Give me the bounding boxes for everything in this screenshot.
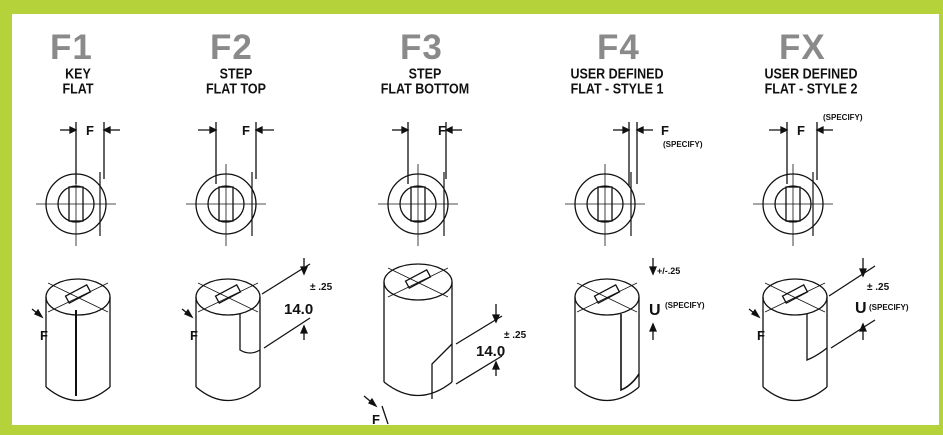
u-dim-label: U [649, 302, 661, 319]
top-dim-label: F [438, 123, 446, 138]
panel-f3: F3 STEP FLAT BOTTOM [352, 14, 532, 427]
top-dim-label: F [242, 123, 250, 138]
tolerance-label: ± .25 [310, 282, 333, 293]
panel-f4: F4 USER DEFINED FLAT - STYLE 1 [557, 14, 737, 425]
f2-drawing: F F ± .25 14.0 [181, 122, 333, 401]
tolerance-label: ± .25 [504, 330, 527, 341]
panel-code: F1 [50, 28, 93, 67]
panel-title: USER DEFINED FLAT - STYLE 2 [751, 65, 871, 97]
f3-drawing: F F ± .25 14.0 [363, 122, 527, 427]
panel-title: STEP FLAT BOTTOM [352, 65, 498, 97]
bottom-dim-label: F [40, 328, 48, 343]
title-line-2: FLAT [62, 80, 94, 97]
panel-title: KEY FLAT [58, 65, 98, 97]
top-dim-label: F [86, 123, 94, 138]
height-value: 14.0 [476, 343, 505, 360]
top-dim-label: F [797, 123, 805, 138]
title-line-1: USER DEFINED [764, 65, 858, 82]
f1-drawing: F F [31, 122, 120, 401]
height-value: 14.0 [284, 301, 313, 318]
title-line-1: KEY [65, 65, 91, 82]
title-line-2: FLAT - STYLE 1 [570, 80, 664, 97]
fx-drawing: F (SPECIFY) F ± .25 U (SPECIFY) [748, 113, 909, 401]
title-line-2: FLAT TOP [206, 80, 266, 97]
title-line-1: STEP [408, 65, 442, 82]
bottom-dim-label: F [757, 328, 765, 343]
u-dim-label: U [855, 300, 867, 317]
panel-title: USER DEFINED FLAT - STYLE 1 [557, 65, 677, 97]
panel-f1: F1 KEY FLAT [30, 14, 210, 425]
panel-title: STEP FLAT TOP [186, 65, 286, 97]
title-line-2: FLAT - STYLE 2 [764, 80, 858, 97]
f4-drawing: F (SPECIFY) +/-.25 U (SPECIFY) [565, 122, 705, 401]
title-line-2: FLAT BOTTOM [380, 80, 470, 97]
panel-code: FX [779, 28, 826, 67]
bottom-dim-label: F [190, 328, 198, 343]
top-specify-label: (SPECIFY) [823, 113, 863, 122]
panel-code: F4 [597, 28, 640, 67]
tolerance-label: +/-.25 [657, 266, 680, 276]
top-specify-label: (SPECIFY) [663, 140, 703, 149]
top-dim-label: F [661, 123, 669, 138]
tolerance-label: ± .25 [867, 282, 890, 293]
panel-f2: F2 STEP FLAT TOP [180, 14, 360, 425]
u-specify-label: (SPECIFY) [665, 301, 705, 310]
panel-code: F3 [400, 28, 443, 67]
u-specify-label: (SPECIFY) [869, 303, 909, 312]
panel-code: F2 [210, 28, 253, 67]
panel-fx: FX USER DEFINED FLAT - STYLE 2 [747, 14, 927, 425]
title-line-1: USER DEFINED [570, 65, 664, 82]
title-line-1: STEP [219, 65, 253, 82]
bottom-dim-label: F [372, 412, 380, 427]
